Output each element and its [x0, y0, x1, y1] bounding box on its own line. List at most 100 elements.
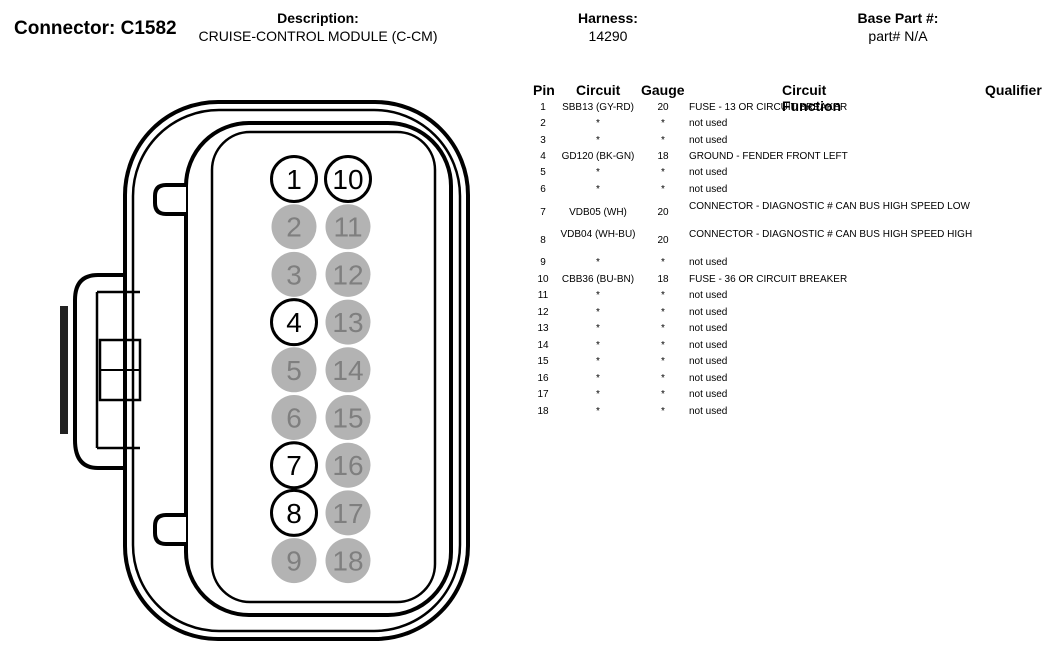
gauge-cell: * — [661, 323, 665, 334]
gauge-cell: * — [661, 356, 665, 367]
pin-circle — [325, 204, 371, 250]
pin-10: 10 — [324, 155, 372, 203]
circuit-cell: * — [596, 389, 600, 400]
pin-cell: 15 — [537, 356, 549, 367]
circuit-cell: * — [596, 307, 600, 318]
pin-cell: 1 — [540, 102, 546, 113]
pin-circle — [325, 299, 371, 345]
function-cell: FUSE - 13 OR CIRCUIT BREAKER — [689, 102, 848, 113]
function-cell: not used — [689, 406, 728, 417]
pin-cell: 10 — [537, 274, 549, 285]
pin-circle — [325, 395, 371, 440]
pin-circle — [271, 347, 317, 393]
description-value: CRUISE-CONTROL MODULE (C-CM) — [198, 28, 438, 44]
connector-housing — [60, 100, 470, 641]
table-row: 16**not used — [528, 373, 1048, 389]
pin-6: 6 — [271, 395, 317, 440]
circuit-cell: * — [596, 184, 600, 195]
pin-label: 17 — [332, 498, 363, 529]
pin-11: 11 — [325, 204, 371, 250]
table-row: 3**not used — [528, 135, 1048, 151]
pin-5: 5 — [271, 347, 317, 393]
pin-circle — [270, 441, 318, 490]
table-row: 12**not used — [528, 307, 1048, 323]
base-part-label: Base Part #: — [857, 10, 939, 26]
pin-cell: 18 — [537, 406, 549, 417]
pin-16: 16 — [325, 442, 371, 488]
pin-2: 2 — [271, 204, 317, 250]
pin-cell: 17 — [537, 389, 549, 400]
pin-12: 12 — [325, 251, 371, 297]
gauge-cell: * — [661, 135, 665, 146]
pin-label: 8 — [286, 498, 302, 529]
function-cell: not used — [689, 135, 728, 146]
pin-cell: 4 — [540, 151, 546, 162]
function-cell: not used — [689, 340, 728, 351]
pin-label: 13 — [332, 307, 363, 338]
pin-15: 15 — [325, 395, 371, 440]
pin-circle — [271, 395, 317, 440]
circuit-cell: VDB04 (WH-BU) — [560, 229, 636, 240]
pin-cell: 11 — [537, 290, 549, 301]
pin-7: 7 — [270, 441, 318, 490]
table-row: 9**not used — [528, 257, 1048, 273]
gauge-cell: * — [661, 389, 665, 400]
circuit-cell: VDB05 (WH) — [569, 207, 627, 218]
gauge-cell: 18 — [657, 274, 669, 285]
pin-cell: 2 — [540, 118, 546, 129]
pin-label: 6 — [286, 403, 302, 434]
table-row: 6**not used — [528, 184, 1048, 200]
pin-label: 2 — [286, 212, 302, 243]
circuit-cell: * — [596, 373, 600, 384]
function-cell: not used — [689, 356, 728, 367]
circuit-cell: * — [596, 257, 600, 268]
circuit-cell: * — [596, 323, 600, 334]
function-cell: GROUND - FENDER FRONT LEFT — [689, 151, 848, 162]
pin-18: 18 — [325, 538, 371, 584]
pin-label: 18 — [332, 546, 363, 577]
harness-value: 14290 — [588, 28, 628, 44]
base-part-value: part# N/A — [868, 28, 928, 44]
pin-cell: 14 — [537, 340, 549, 351]
pin-cell: 7 — [540, 207, 546, 218]
pin-14: 14 — [325, 347, 371, 393]
connector-title: Connector: C1582 — [14, 18, 177, 39]
gauge-cell: * — [661, 184, 665, 195]
function-cell: CONNECTOR - DIAGNOSTIC # CAN BUS HIGH SP… — [689, 229, 973, 240]
pin-4: 4 — [270, 298, 318, 347]
circuit-cell: * — [596, 118, 600, 129]
pin-circle — [271, 204, 317, 250]
function-cell: FUSE - 36 OR CIRCUIT BREAKER — [689, 274, 848, 285]
pin-circle — [270, 488, 318, 537]
gauge-cell: 20 — [657, 207, 669, 218]
circuit-cell: * — [596, 167, 600, 178]
pin-circle — [325, 490, 371, 536]
table-row: 5**not used — [528, 167, 1048, 183]
pin-circle — [271, 251, 317, 297]
circuit-cell: * — [596, 340, 600, 351]
pin-9: 9 — [271, 538, 317, 584]
table-row: 18 * * not used — [528, 406, 1048, 422]
pin-17: 17 — [325, 490, 371, 536]
circuit-cell: GD120 (BK-GN) — [561, 151, 635, 162]
gauge-cell: * — [661, 257, 665, 268]
pin-label: 7 — [286, 450, 302, 481]
pin-circle — [270, 298, 318, 347]
function-cell: not used — [689, 184, 728, 195]
pin-label: 16 — [332, 450, 363, 481]
gauge-cell: * — [661, 406, 665, 417]
pin-label: 5 — [286, 355, 302, 386]
pin-circle — [324, 155, 372, 203]
pin-cell: 5 — [540, 167, 546, 178]
pin-3: 3 — [271, 251, 317, 297]
table-row: 13**not used — [528, 323, 1048, 339]
function-cell: not used — [689, 118, 728, 129]
circuit-cell: * — [596, 290, 600, 301]
circuit-cell: * — [596, 406, 600, 417]
pin-cell: 13 — [537, 323, 549, 334]
